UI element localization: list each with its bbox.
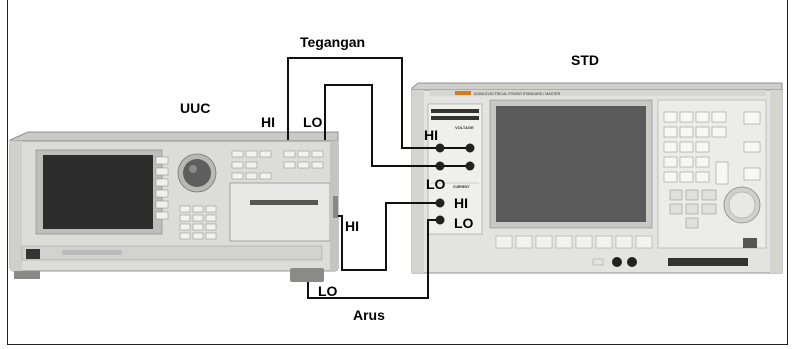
current-hi-wire (338, 202, 436, 271)
std-voltage-lo-terminal (435, 161, 445, 171)
uuc-current-lo-label: LO (318, 283, 338, 299)
std-voltage-label: VOLTAGE (455, 125, 474, 130)
uuc-voltage-hi-label: HI (261, 114, 275, 130)
uuc-screen (43, 155, 153, 229)
uuc-power-switch (26, 249, 40, 259)
std-bottom-terminal-1 (612, 257, 622, 267)
std-voltage-hi-label: HI (424, 127, 438, 143)
std-sense-lo-terminal (465, 161, 475, 171)
uuc-label: UUC (180, 100, 210, 116)
std-current-lo-terminal (435, 215, 445, 225)
std-current-hi-terminal (435, 198, 445, 208)
std-voltage-hi-terminal (435, 143, 445, 153)
std-bottom-terminal-2 (627, 257, 637, 267)
std-drive-slot (668, 258, 748, 266)
std-current-label: CURRENT (453, 185, 471, 189)
uuc-knob (183, 159, 211, 187)
voltage-lo-wire (324, 84, 436, 167)
uuc-current-hi-label: HI (345, 218, 359, 234)
std-model-text: 6100A ELECTRICAL POWER STANDARD / MASTER (474, 92, 561, 96)
uuc-voltage-lo-label: LO (303, 114, 323, 130)
std-sense-hi-terminal (465, 143, 475, 153)
std-label: STD (571, 52, 599, 68)
std-instrument: 6100A ELECTRICAL POWER STANDARD / MASTER… (411, 82, 783, 274)
std-current-lo-label: LO (454, 215, 474, 231)
tegangan-label: Tegangan (300, 34, 365, 50)
uuc-instrument (9, 131, 339, 282)
std-voltage-lo-label: LO (426, 176, 446, 192)
arus-label: Arus (353, 307, 385, 323)
diagram-frame (7, 0, 788, 345)
wiring (287, 57, 466, 299)
std-current-hi-label: HI (454, 195, 468, 211)
current-lo-wire (307, 219, 436, 299)
std-screen (496, 106, 646, 222)
voltage-hi-wire (287, 57, 436, 149)
